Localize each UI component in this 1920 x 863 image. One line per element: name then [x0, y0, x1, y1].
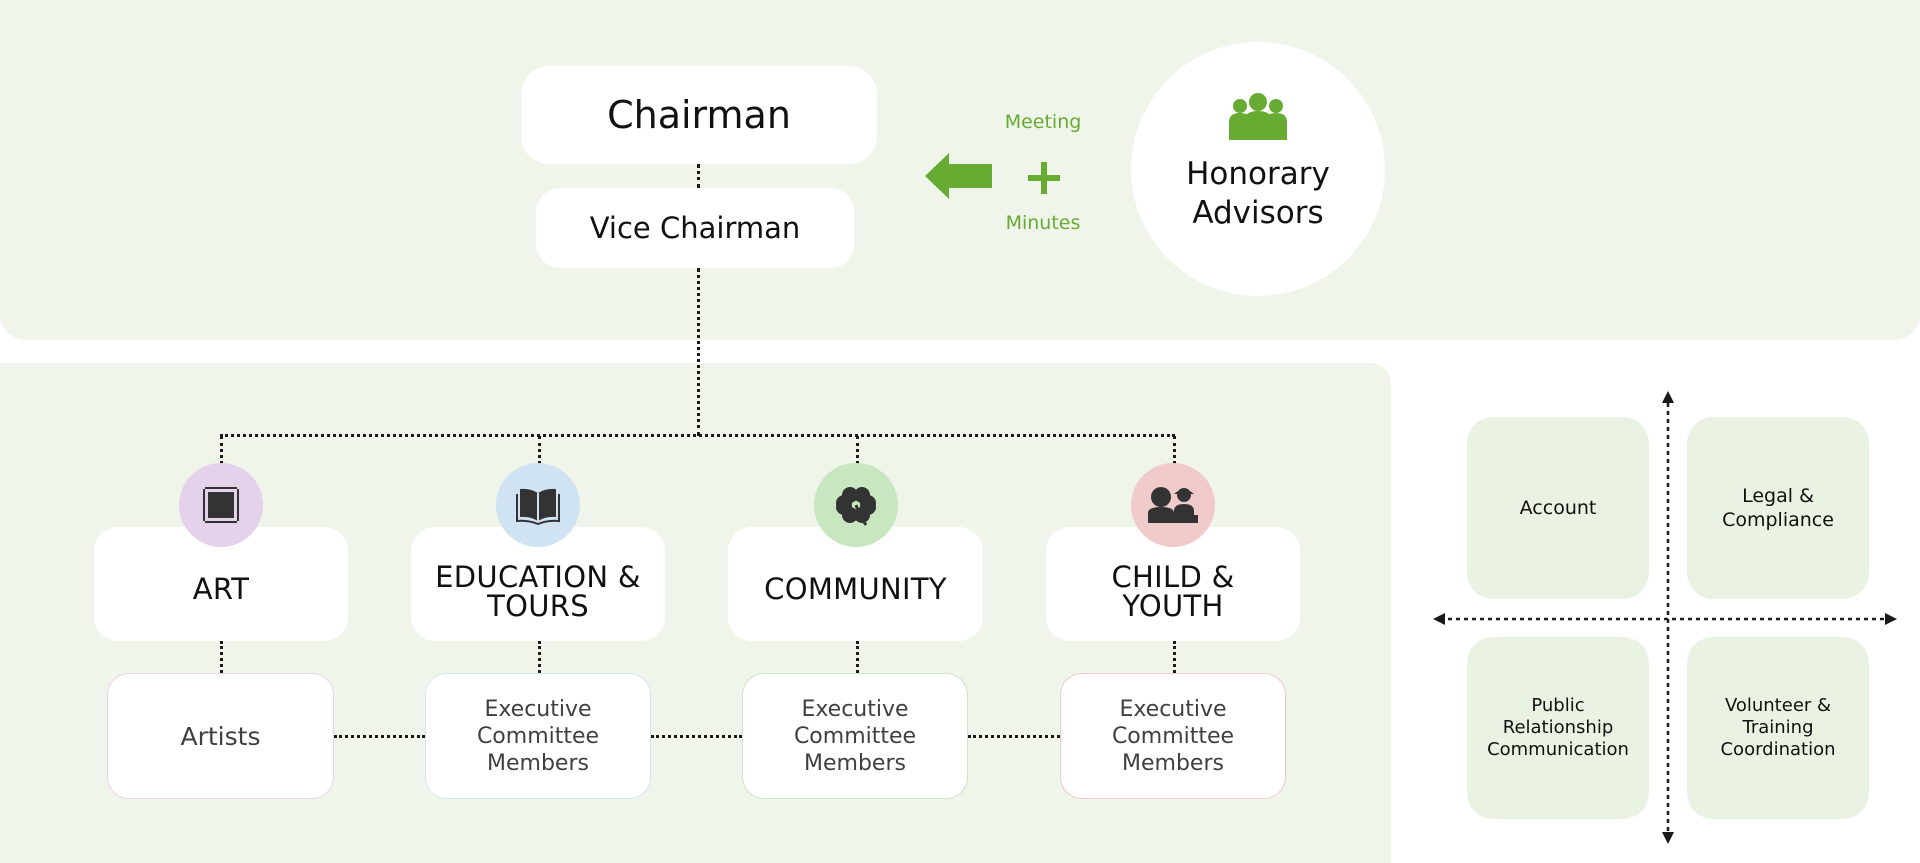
open-book-icon — [516, 488, 560, 525]
community-icon-circle — [814, 463, 898, 547]
left-arrow-icon — [925, 153, 993, 199]
artists-card: Artists — [107, 673, 334, 799]
plus-icon — [1026, 160, 1062, 196]
dept-title-art: ART — [192, 571, 250, 606]
child-youth-members-card: Executive Committee Members — [1060, 673, 1286, 799]
arrow-up-icon — [1662, 391, 1674, 403]
account-box: Account — [1467, 417, 1649, 599]
chairman-label: Chairman — [607, 93, 791, 137]
community-branch — [856, 436, 859, 464]
clover-icon — [836, 487, 876, 526]
minutes-label: Minutes — [1005, 212, 1081, 234]
meeting-label: Meeting — [1004, 111, 1082, 133]
art-frame-icon — [203, 487, 239, 523]
arrow-right-icon — [1885, 613, 1897, 625]
arrow-down-icon — [1662, 832, 1674, 844]
dept-title-community: COMMUNITY — [764, 571, 947, 606]
education-member-connector — [538, 641, 541, 673]
dept-title-child-line2: YOUTH — [1122, 589, 1224, 623]
community-member-connector — [856, 641, 859, 673]
chairman-card: Chairman — [521, 66, 877, 164]
art-icon-circle — [179, 463, 263, 547]
member-connector-2 — [651, 735, 742, 738]
art-branch — [220, 436, 223, 464]
honorary-advisors-label: Honorary Advisors — [1186, 156, 1330, 231]
child-branch — [1173, 436, 1176, 464]
vice-chairman-connector — [697, 268, 700, 436]
honorary-advisors-circle: Honorary Advisors — [1131, 42, 1385, 296]
child-member-connector — [1173, 641, 1176, 673]
departments-connector — [220, 434, 1175, 437]
volunteer-training-box: Volunteer & Training Coordination — [1687, 637, 1869, 819]
account-label: Account — [1519, 497, 1597, 519]
group-people-icon — [1229, 92, 1287, 142]
artists-label: Artists — [180, 721, 261, 751]
dept-card-art: ART — [94, 527, 348, 641]
dept-title-education-line1: EDUCATION & — [435, 560, 641, 594]
education-branch — [538, 436, 541, 464]
vice-chairman-card: Vice Chairman — [536, 188, 854, 268]
member-connector-3 — [968, 735, 1060, 738]
dept-title-child-line1: CHILD & — [1111, 560, 1235, 594]
chairman-connector — [697, 164, 700, 188]
quadrant-axes — [1433, 391, 1897, 844]
vice-chairman-label: Vice Chairman — [589, 211, 801, 245]
child-youth-icon-circle — [1131, 463, 1215, 547]
arrow-left-icon — [1433, 613, 1445, 625]
dept-title-education-line2: TOURS — [487, 589, 589, 623]
education-icon-circle — [496, 463, 580, 547]
legal-compliance-box: Legal & Compliance — [1687, 417, 1869, 599]
public-relationship-box: Public Relationship Communication — [1467, 637, 1649, 819]
education-members-card: Executive Committee Members — [425, 673, 651, 799]
art-member-connector — [220, 641, 223, 673]
community-members-card: Executive Committee Members — [742, 673, 968, 799]
children-icon — [1148, 487, 1198, 523]
member-connector-1 — [334, 735, 425, 738]
